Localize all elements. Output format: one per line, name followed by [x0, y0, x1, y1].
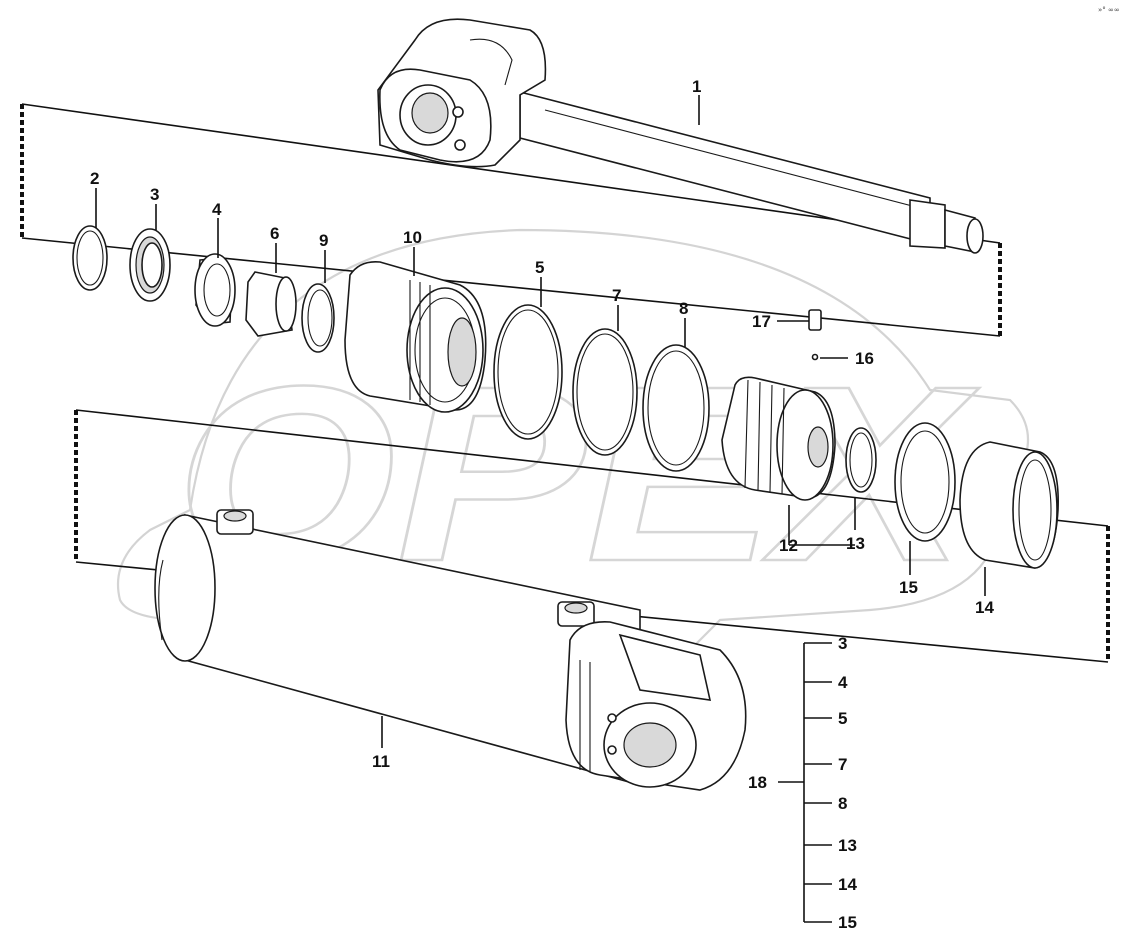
callout-10: 10	[403, 228, 422, 247]
set-screw-part-17	[808, 309, 822, 331]
leader-lines	[95, 95, 986, 748]
callout-1: 1	[692, 77, 701, 96]
kit-item-8: 8	[838, 794, 847, 813]
o-ring-part-7	[572, 328, 638, 456]
kit-item-15: 15	[838, 913, 857, 932]
port-boss-front	[557, 601, 595, 627]
port-boss-rear	[216, 509, 254, 535]
callout-11: 11	[372, 752, 390, 771]
kit-item-3: 3	[838, 634, 847, 653]
o-ring-part-5	[493, 304, 563, 440]
kit-bracket	[778, 642, 832, 923]
corner-mark: »° ∞∞	[1098, 6, 1120, 14]
callout-8: 8	[679, 299, 688, 318]
ball-part-16	[811, 353, 819, 361]
wiper-seal-part-3	[129, 228, 171, 302]
kit-labels: 18 3 4 5 7 8 13 14 15	[748, 634, 857, 932]
kit-item-5: 5	[838, 709, 847, 728]
callout-4: 4	[212, 200, 222, 219]
callout-14: 14	[975, 598, 994, 617]
wear-ring-part-14	[959, 441, 1059, 569]
piston-part-12	[721, 376, 836, 501]
kit-item-4: 4	[838, 673, 848, 692]
kit-item-14: 14	[838, 875, 857, 894]
callout-13: 13	[846, 534, 865, 553]
gland-part-10	[344, 260, 487, 413]
o-ring-part-8	[642, 344, 710, 472]
callout-17: 17	[752, 312, 771, 331]
bushing-part-6	[245, 271, 297, 337]
callout-12: 12	[779, 536, 798, 555]
piston-seal-part-15	[894, 422, 956, 542]
callout-5: 5	[535, 258, 544, 277]
callout-6: 6	[270, 224, 279, 243]
callout-labels: 1 2 3 4 6 9 10 5 7 8 17 16 12 13 15 14 1…	[90, 77, 994, 771]
callout-2: 2	[90, 169, 99, 188]
snap-ring-part-2	[72, 225, 108, 291]
callout-15: 15	[899, 578, 918, 597]
kit-item-13: 13	[838, 836, 857, 855]
rod-seal-part-4	[194, 253, 236, 327]
kit-label-18: 18	[748, 773, 767, 792]
callout-16: 16	[855, 349, 874, 368]
callout-9: 9	[319, 231, 328, 250]
callout-3: 3	[150, 185, 159, 204]
cylinder-barrel	[154, 509, 747, 791]
callout-7: 7	[612, 286, 621, 305]
backup-ring-part-9	[301, 283, 335, 353]
piston-rod	[377, 18, 984, 254]
seal-part-13	[845, 427, 877, 493]
kit-item-7: 7	[838, 755, 847, 774]
